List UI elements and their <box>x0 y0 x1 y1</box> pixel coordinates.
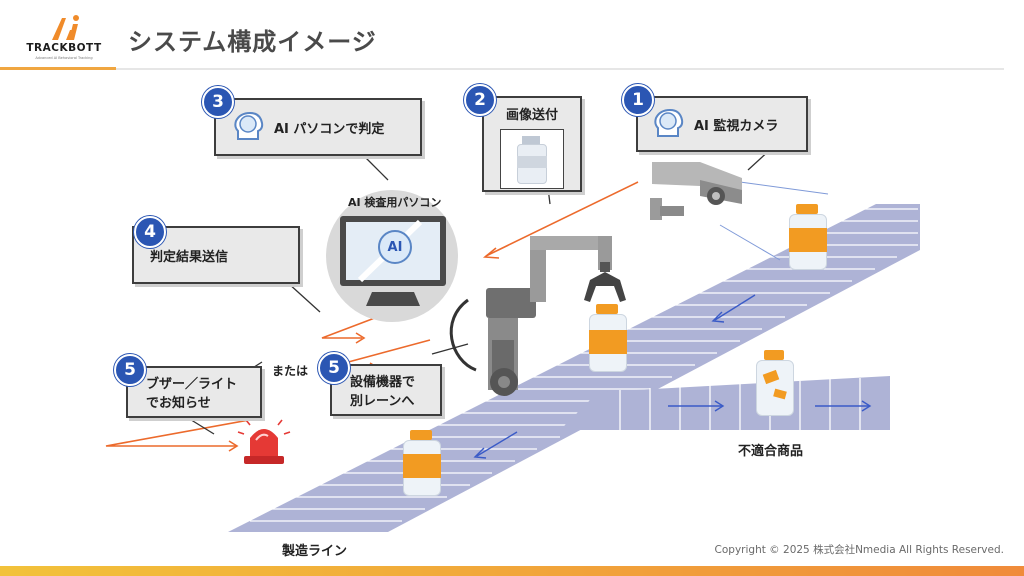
bottle-rejected <box>756 350 794 416</box>
bottle-upstream <box>786 204 828 270</box>
copyright-text: Copyright © 2025 株式会社Nmedia All Rights R… <box>714 544 1004 556</box>
header-divider <box>0 68 1004 70</box>
callout-label-line1: ブザー／ライト <box>146 377 238 392</box>
image-thumbnail <box>500 129 564 189</box>
page-title: システム構成イメージ <box>128 28 377 56</box>
conveyor-main <box>228 204 920 532</box>
callout-ai-pc-judge: AI パソコンで判定 <box>214 98 422 156</box>
callout-label-line2: 別レーンへ <box>350 394 415 409</box>
ai-brain-icon <box>234 111 264 140</box>
flow-arrows <box>473 294 872 459</box>
footer-bar <box>0 566 1024 576</box>
callout-label: 判定結果送信 <box>150 249 229 265</box>
step-badge-5b: 5 <box>318 352 350 384</box>
camera-icon <box>650 162 742 220</box>
logo-mark-icon <box>52 15 79 40</box>
header-accent-bar <box>0 67 116 70</box>
bottle-gripped <box>586 304 628 372</box>
callout-ai-camera: AI 監視カメラ <box>636 96 808 152</box>
callout-label-line1: 設備機器で <box>350 375 416 390</box>
brand-logo: TRACKBOTT Advanced AI Behavioral Trackin… <box>22 10 114 66</box>
ai-brain-icon <box>654 108 684 137</box>
callout-label-line2: でお知らせ <box>146 396 211 411</box>
pc-label: AI 検査用パソコン <box>348 196 442 209</box>
callout-image-send: 画像送付 <box>482 96 582 192</box>
step-badge-4: 4 <box>134 216 166 248</box>
step-badge-3: 3 <box>202 86 234 118</box>
step-badge-2: 2 <box>464 84 496 116</box>
or-label: または <box>272 364 309 378</box>
callout-label: AI パソコンで判定 <box>274 121 385 137</box>
reject-label: 不適合商品 <box>738 444 804 459</box>
ai-badge-icon: AI <box>378 230 412 264</box>
step-badge-5a: 5 <box>114 354 146 386</box>
camera-view-lines <box>719 181 829 261</box>
logo-text: TRACKBOTT <box>26 42 102 54</box>
callout-label: AI 監視カメラ <box>694 118 779 134</box>
step-badge-1: 1 <box>622 84 654 116</box>
callout-buzzer-light: ブザー／ライト でお知らせ <box>126 366 262 418</box>
warning-light-icon <box>237 414 291 464</box>
robot-arm <box>449 236 626 396</box>
logo-subtext: Advanced AI Behavioral Tracking <box>35 56 93 60</box>
callout-label: 画像送付 <box>505 108 558 123</box>
production-line-label: 製造ライン <box>282 544 348 559</box>
bottle-downstream <box>400 430 442 496</box>
